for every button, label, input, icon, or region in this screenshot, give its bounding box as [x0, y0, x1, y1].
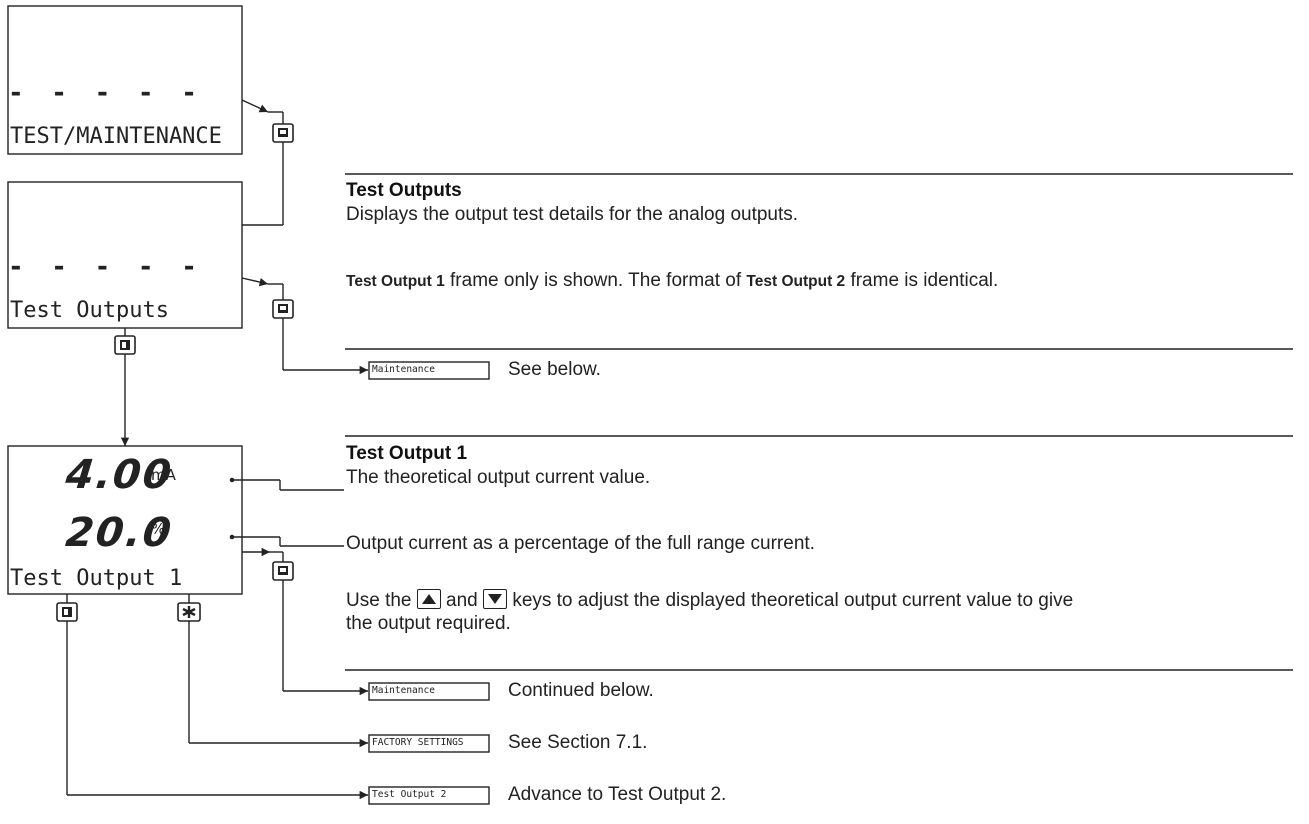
link-description: See Section 7.1.: [508, 732, 648, 753]
section-description: Displays the output test details for the…: [346, 204, 799, 225]
note-text: frame is identical.: [845, 270, 999, 291]
lcd-label-test-output-1: Test Output 1: [10, 566, 183, 591]
tag-maintenance[interactable]: Maintenance: [372, 364, 435, 375]
tag-factory-settings[interactable]: FACTORY SETTINGS: [372, 737, 464, 748]
lcd-current-unit: mA: [151, 466, 176, 484]
enter-key-icon[interactable]: [56, 602, 78, 622]
section-title-test-outputs: Test Outputs: [346, 180, 462, 201]
next-key-icon[interactable]: [272, 123, 294, 143]
lcd-dashes: - - - - -: [8, 252, 203, 282]
tag-box-factory-settings: [368, 734, 490, 753]
tag-maintenance[interactable]: Maintenance: [372, 685, 435, 696]
tag-box-maintenance-1: [368, 361, 490, 380]
usage-text: and: [446, 590, 478, 611]
up-arrow-key-icon[interactable]: [416, 589, 441, 609]
lcd-label-test-maintenance: TEST/MAINTENANCE: [10, 124, 222, 149]
tag-test-output-2[interactable]: Test Output 2: [372, 789, 447, 800]
note-frame-name: Test Output 1: [346, 273, 445, 290]
frame-note: Test Output 1 frame only is shown. The f…: [346, 270, 998, 292]
note-text: frame only is shown. The format of: [444, 270, 747, 291]
link-description: Advance to Test Output 2.: [508, 784, 727, 805]
usage-text: keys to adjust the displayed theoretical…: [512, 590, 1074, 611]
next-key-icon[interactable]: [272, 561, 294, 581]
section-title-test-output-1: Test Output 1: [346, 443, 468, 464]
section-description: The theoretical output current value.: [346, 467, 651, 488]
next-key-icon[interactable]: [272, 299, 294, 319]
lcd-label-test-outputs: Test Outputs: [10, 298, 169, 323]
usage-instruction: Use the and keys to adjust the displayed…: [346, 589, 1073, 612]
star-key-icon[interactable]: [177, 602, 201, 622]
lcd-dashes: - - - - -: [8, 78, 203, 108]
enter-key-icon[interactable]: [114, 335, 136, 355]
tag-box-test-output-2: [368, 786, 490, 805]
usage-instruction-cont: the output required.: [346, 613, 511, 634]
lcd-percent-unit: %: [151, 520, 166, 538]
section-description: Output current as a percentage of the fu…: [346, 533, 815, 554]
down-arrow-key-icon[interactable]: [483, 589, 508, 609]
link-description: See below.: [508, 359, 601, 380]
lcd-frame-test-maintenance: [7, 5, 243, 155]
note-frame-name: Test Output 2: [746, 273, 846, 290]
tag-box-maintenance-2: [368, 682, 490, 701]
usage-text: Use the: [346, 590, 412, 611]
link-description: Continued below.: [508, 680, 654, 701]
